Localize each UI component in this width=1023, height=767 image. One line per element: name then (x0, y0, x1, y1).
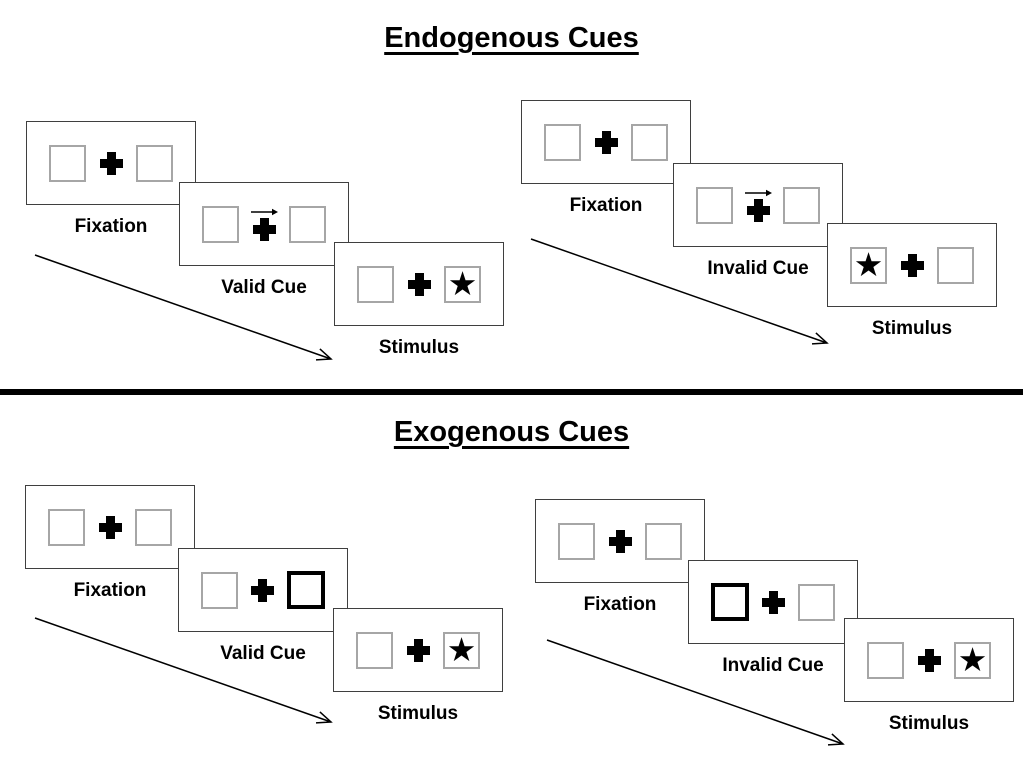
star-icon: ★ (446, 630, 477, 668)
step-label: Valid Cue (221, 277, 307, 298)
left-box: ★ (202, 205, 239, 243)
right-box: ★ (631, 123, 668, 161)
trial-step-stimulus: ★ ★ Stimulus (827, 223, 997, 340)
fixation-cross-icon (917, 648, 941, 672)
section-divider (0, 389, 1023, 395)
left-box: ★ (558, 522, 595, 560)
right-box: ★ (954, 640, 991, 679)
right-box: ★ (645, 522, 682, 560)
fixation-cross-icon (762, 590, 785, 614)
right-box: ★ (798, 583, 835, 621)
step-label: Fixation (73, 580, 147, 601)
timeline-arrow-exogenous-valid (34, 617, 333, 724)
right-box: ★ (937, 246, 974, 284)
display-panel: ★ ★ (844, 618, 1014, 702)
step-label: Fixation (583, 594, 657, 615)
cue-arrow-icon (745, 189, 772, 197)
star-icon: ★ (957, 640, 988, 678)
trial-step-fixation: ★ ★ Fixation (521, 100, 691, 217)
trial-step-stimulus: ★ ★ Stimulus (333, 608, 503, 725)
fixation-cross-icon (746, 199, 770, 222)
fixation-area (762, 590, 785, 614)
step-label: Fixation (74, 216, 148, 237)
display-panel: ★ ★ (179, 182, 349, 266)
fixation-area (406, 638, 430, 662)
display-panel: ★ ★ (535, 499, 705, 583)
left-box: ★ (711, 583, 749, 621)
timeline-arrow-exogenous-invalid (546, 639, 845, 746)
fixation-cross-icon (407, 272, 431, 296)
fixation-cross-icon (98, 515, 122, 539)
left-box: ★ (356, 631, 393, 669)
section-title-endogenous: Endogenous Cues (384, 22, 639, 54)
display-panel: ★ ★ (688, 560, 858, 644)
left-box: ★ (357, 265, 394, 303)
fixation-area (250, 207, 278, 241)
display-panel: ★ ★ (673, 163, 843, 247)
right-box: ★ (287, 571, 325, 609)
trial-step-cue: ★ ★ Valid Cue (179, 182, 349, 299)
timeline-arrow-endogenous-valid (34, 254, 333, 361)
step-label: Invalid Cue (722, 655, 824, 676)
fixation-cross-icon (252, 218, 276, 241)
right-box: ★ (443, 630, 480, 669)
right-box: ★ (444, 264, 481, 303)
display-panel: ★ ★ (333, 608, 503, 692)
left-box: ★ (49, 144, 86, 182)
display-panel: ★ ★ (25, 485, 195, 569)
step-label: Invalid Cue (707, 258, 809, 279)
right-box: ★ (136, 144, 173, 182)
left-box: ★ (696, 186, 733, 224)
fixation-cross-icon (99, 151, 123, 175)
fixation-cross-icon (608, 529, 632, 553)
step-label: Stimulus (888, 713, 970, 734)
fixation-area (99, 151, 123, 175)
fixation-cross-icon (900, 253, 924, 277)
trial-step-fixation: ★ ★ Fixation (26, 121, 196, 238)
display-panel: ★ ★ (827, 223, 997, 307)
display-panel: ★ ★ (521, 100, 691, 184)
trial-step-cue: ★ ★ Invalid Cue (673, 163, 843, 280)
timeline-arrow-endogenous-invalid (530, 238, 829, 345)
trial-step-fixation: ★ ★ Fixation (535, 499, 705, 616)
trial-step-cue: ★ ★ Valid Cue (178, 548, 348, 665)
star-icon: ★ (447, 264, 478, 302)
left-box: ★ (48, 508, 85, 546)
step-label: Stimulus (871, 318, 953, 339)
fixation-cross-icon (251, 578, 274, 602)
fixation-cross-icon (406, 638, 430, 662)
display-panel: ★ ★ (334, 242, 504, 326)
right-box: ★ (783, 186, 820, 224)
fixation-area (900, 253, 924, 277)
display-panel: ★ ★ (26, 121, 196, 205)
step-label: Valid Cue (220, 643, 306, 664)
star-icon: ★ (853, 245, 884, 283)
display-panel: ★ ★ (178, 548, 348, 632)
fixation-cross-icon (594, 130, 618, 154)
fixation-area (407, 272, 431, 296)
fixation-area (594, 130, 618, 154)
cue-arrow-icon (251, 208, 278, 216)
section-title-exogenous: Exogenous Cues (393, 416, 630, 448)
trial-step-cue: ★ ★ Invalid Cue (688, 560, 858, 677)
left-box: ★ (201, 571, 238, 609)
right-box: ★ (135, 508, 172, 546)
step-label: Stimulus (377, 703, 459, 724)
trial-step-stimulus: ★ ★ Stimulus (334, 242, 504, 359)
right-box: ★ (289, 205, 326, 243)
left-box: ★ (544, 123, 581, 161)
left-box: ★ (867, 641, 904, 679)
fixation-area (744, 188, 772, 222)
fixation-area (917, 648, 941, 672)
step-label: Stimulus (378, 337, 460, 358)
step-label: Fixation (569, 195, 643, 216)
left-box: ★ (850, 245, 887, 284)
trial-step-fixation: ★ ★ Fixation (25, 485, 195, 602)
trial-step-stimulus: ★ ★ Stimulus (844, 618, 1014, 735)
fixation-area (251, 578, 274, 602)
fixation-area (608, 529, 632, 553)
fixation-area (98, 515, 122, 539)
